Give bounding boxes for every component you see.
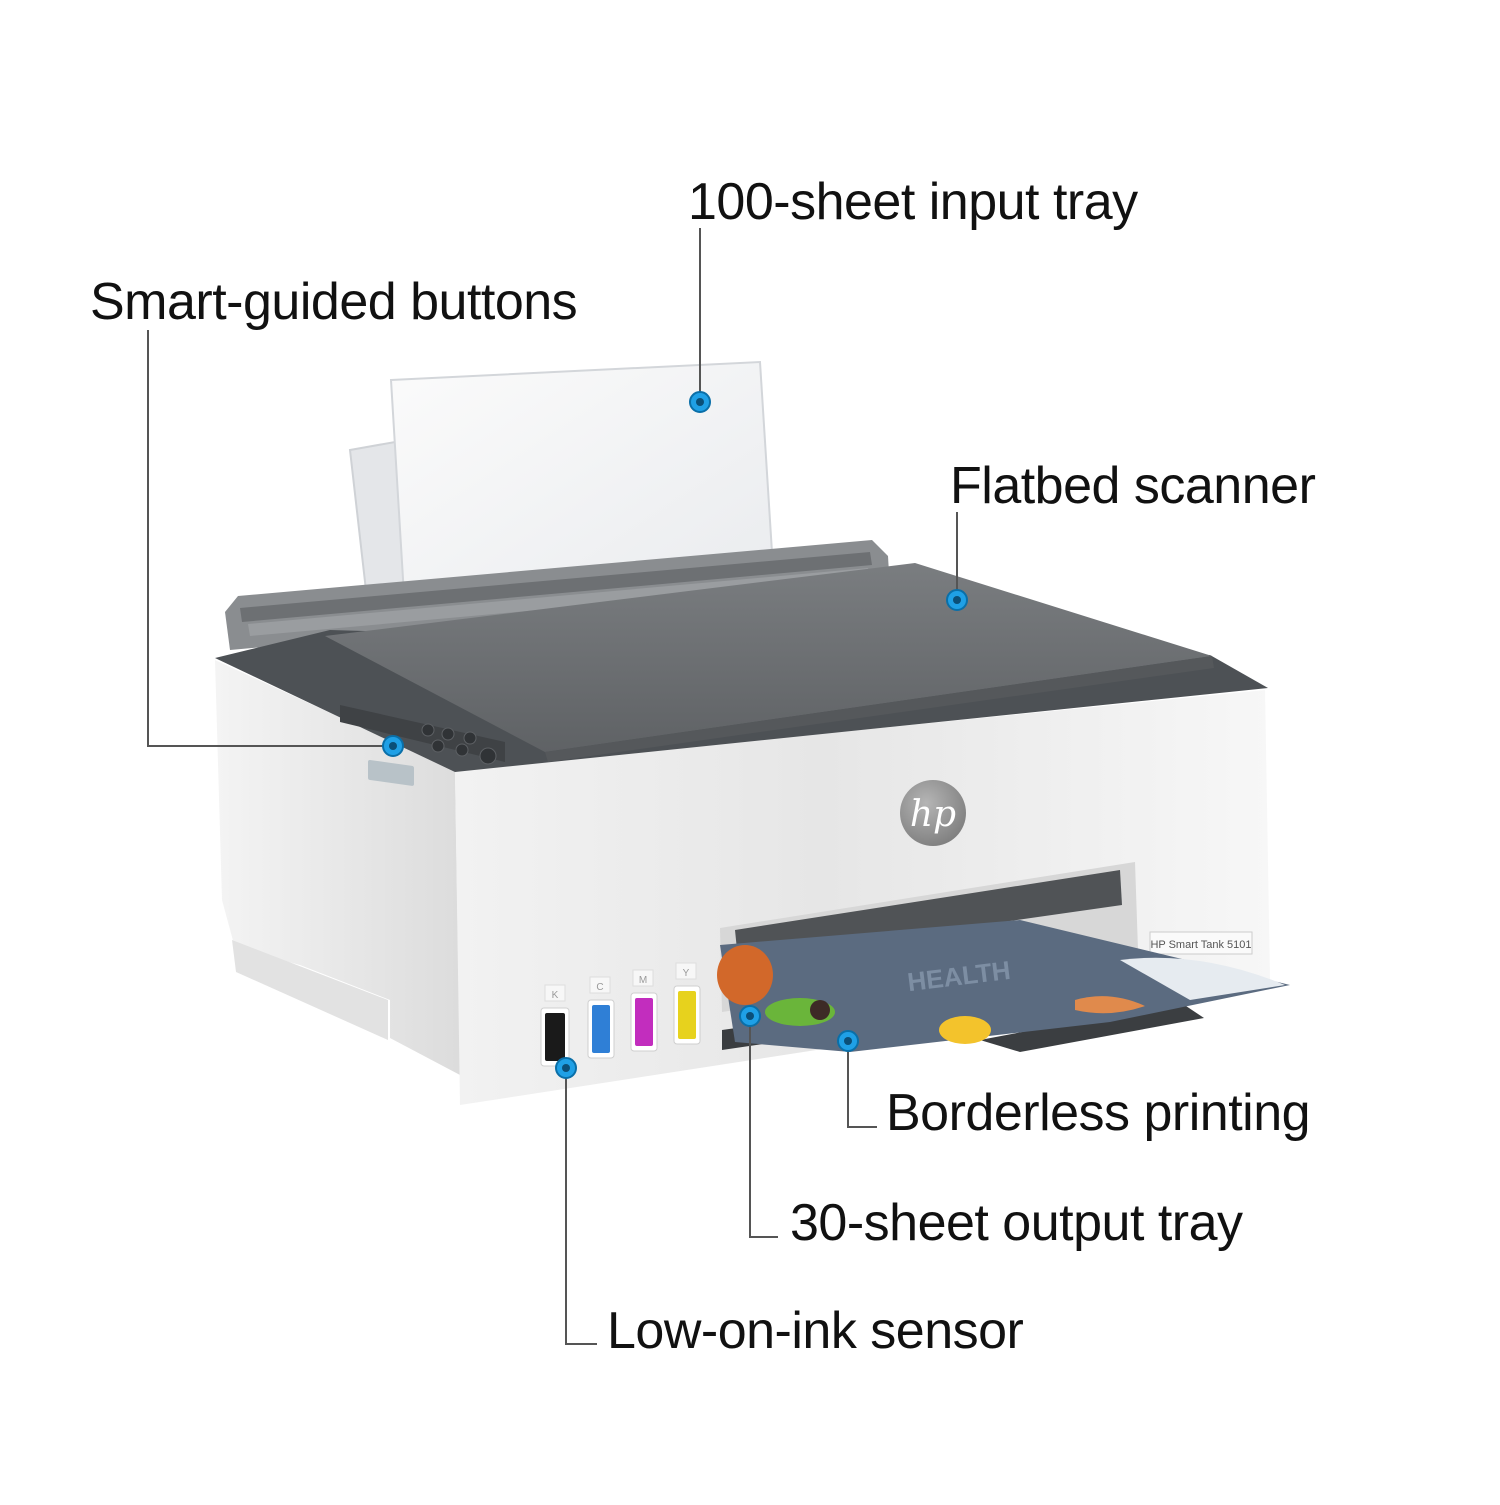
callout-dot-borderless <box>837 1030 859 1052</box>
callout-line-ink-sensor <box>565 1068 597 1345</box>
svg-text:K: K <box>552 990 559 1001</box>
printer-base-left <box>232 940 388 1040</box>
hp-logo: hp <box>900 780 966 846</box>
svg-text:M: M <box>639 975 647 986</box>
callout-label-input-tray: 100-sheet input tray <box>688 173 1138 231</box>
callout-label-output-tray: 30-sheet output tray <box>790 1194 1243 1252</box>
ink-tank-m: M <box>630 969 658 1052</box>
callout-dot-buttons <box>382 735 404 757</box>
svg-text:Y: Y <box>683 968 690 979</box>
callout-line-buttons <box>147 330 393 747</box>
callout-label-scanner: Flatbed scanner <box>950 457 1316 515</box>
ink-tank-c: C <box>587 976 615 1059</box>
callout-label-buttons: Smart-guided buttons <box>90 273 578 331</box>
callout-line-borderless <box>847 1041 877 1128</box>
borderless-printout: HEALTH <box>717 920 1290 1052</box>
svg-text:C: C <box>596 982 603 993</box>
callout-dot-ink-sensor <box>555 1057 577 1079</box>
svg-text:HP Smart Tank 5101: HP Smart Tank 5101 <box>1150 939 1251 951</box>
printer-side <box>215 660 460 1075</box>
ink-tanks: K C M Y <box>540 962 701 1067</box>
callout-line-output-tray <box>749 1016 778 1238</box>
svg-text:hp: hp <box>910 794 956 835</box>
input-tray-support <box>225 540 890 650</box>
callout-label-ink-sensor: Low-on-ink sensor <box>607 1302 1024 1360</box>
ink-tank-k: K <box>540 984 570 1067</box>
callout-dot-input-tray <box>689 391 711 413</box>
callout-dot-scanner <box>946 589 968 611</box>
callout-label-borderless: Borderless printing <box>886 1084 1311 1142</box>
output-tray <box>980 1002 1204 1052</box>
input-tray-paper <box>348 360 777 614</box>
model-badge: HP Smart Tank 5101 <box>1149 931 1253 955</box>
control-panel <box>340 705 505 786</box>
scanner-lid <box>325 563 1214 762</box>
callout-dot-output-tray <box>739 1005 761 1027</box>
ink-tank-y: Y <box>673 962 701 1045</box>
